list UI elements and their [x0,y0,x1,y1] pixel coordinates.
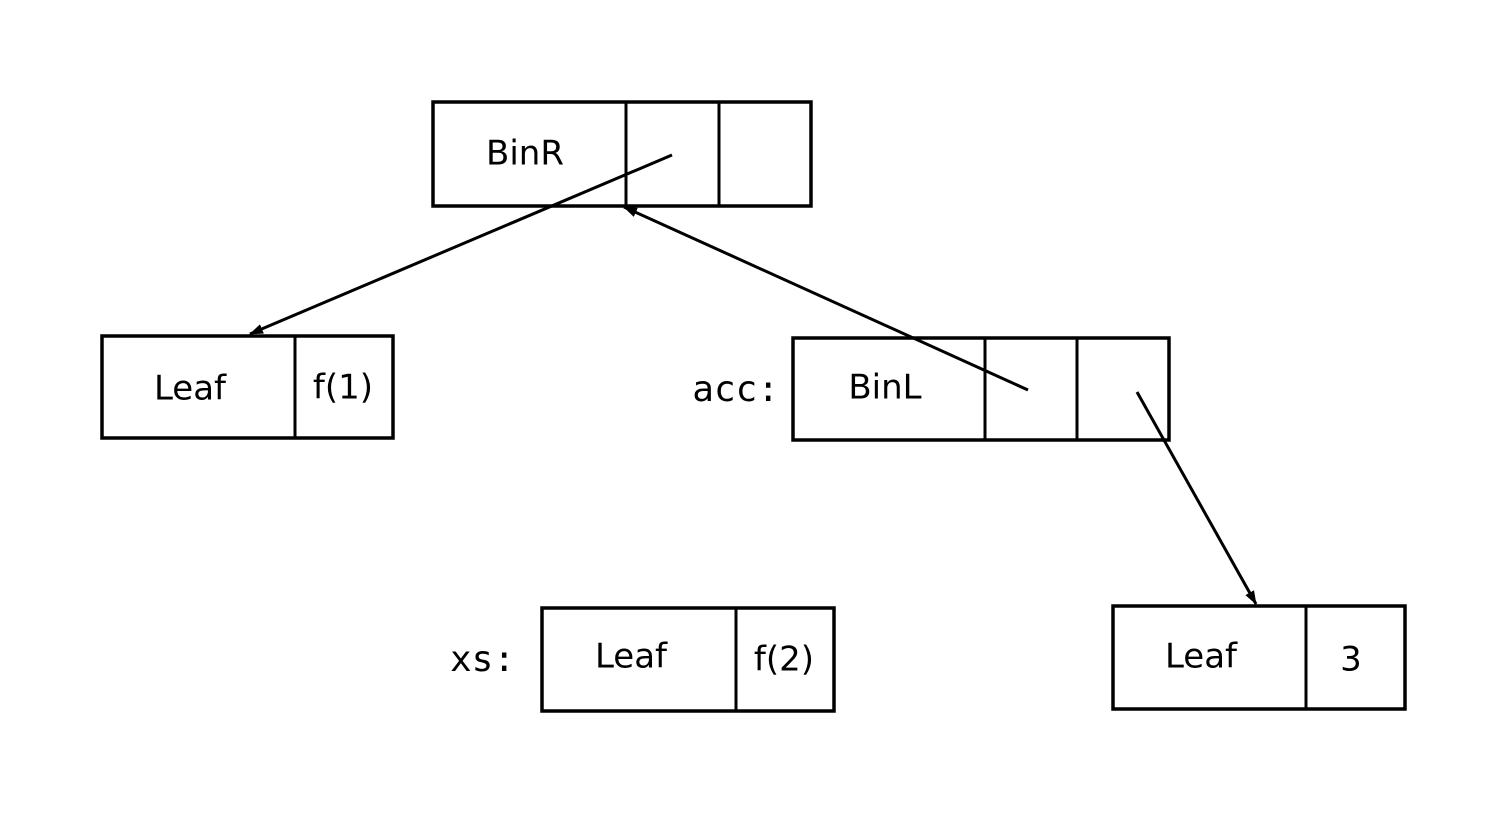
binl-box [791,336,1171,442]
pointer-binl-to-binr [623,205,1029,392]
binl-node: acc: BinL [692,336,1171,442]
leaf-f2-node: xs: Leaf f(2) [450,606,836,713]
xs-label: xs: [450,639,515,680]
binl-tag: BinL [848,368,921,408]
leaf-f2-tag: Leaf [595,637,668,677]
leaf-f2-box [540,606,836,713]
leaf-f1-value: f(1) [313,368,373,408]
leaf-3-box [1111,604,1407,711]
leaf-3-tag: Leaf [1165,637,1238,677]
pointer-binr-to-leaf-f1 [249,153,673,336]
binr-tag: BinR [486,134,564,174]
leaf-f1-tag: Leaf [154,369,227,409]
leaf-3-node: Leaf 3 [1111,604,1407,711]
leaf-f2-value: f(2) [754,640,814,680]
leaf-f1-box [100,334,395,440]
pointer-binl-to-leaf-3 [1135,391,1258,605]
leaf-3-value: 3 [1340,640,1362,680]
binr-node: BinR [431,100,813,208]
binr-box [431,100,813,208]
leaf-f1-node: Leaf f(1) [100,334,395,440]
acc-label: acc: [692,369,779,410]
